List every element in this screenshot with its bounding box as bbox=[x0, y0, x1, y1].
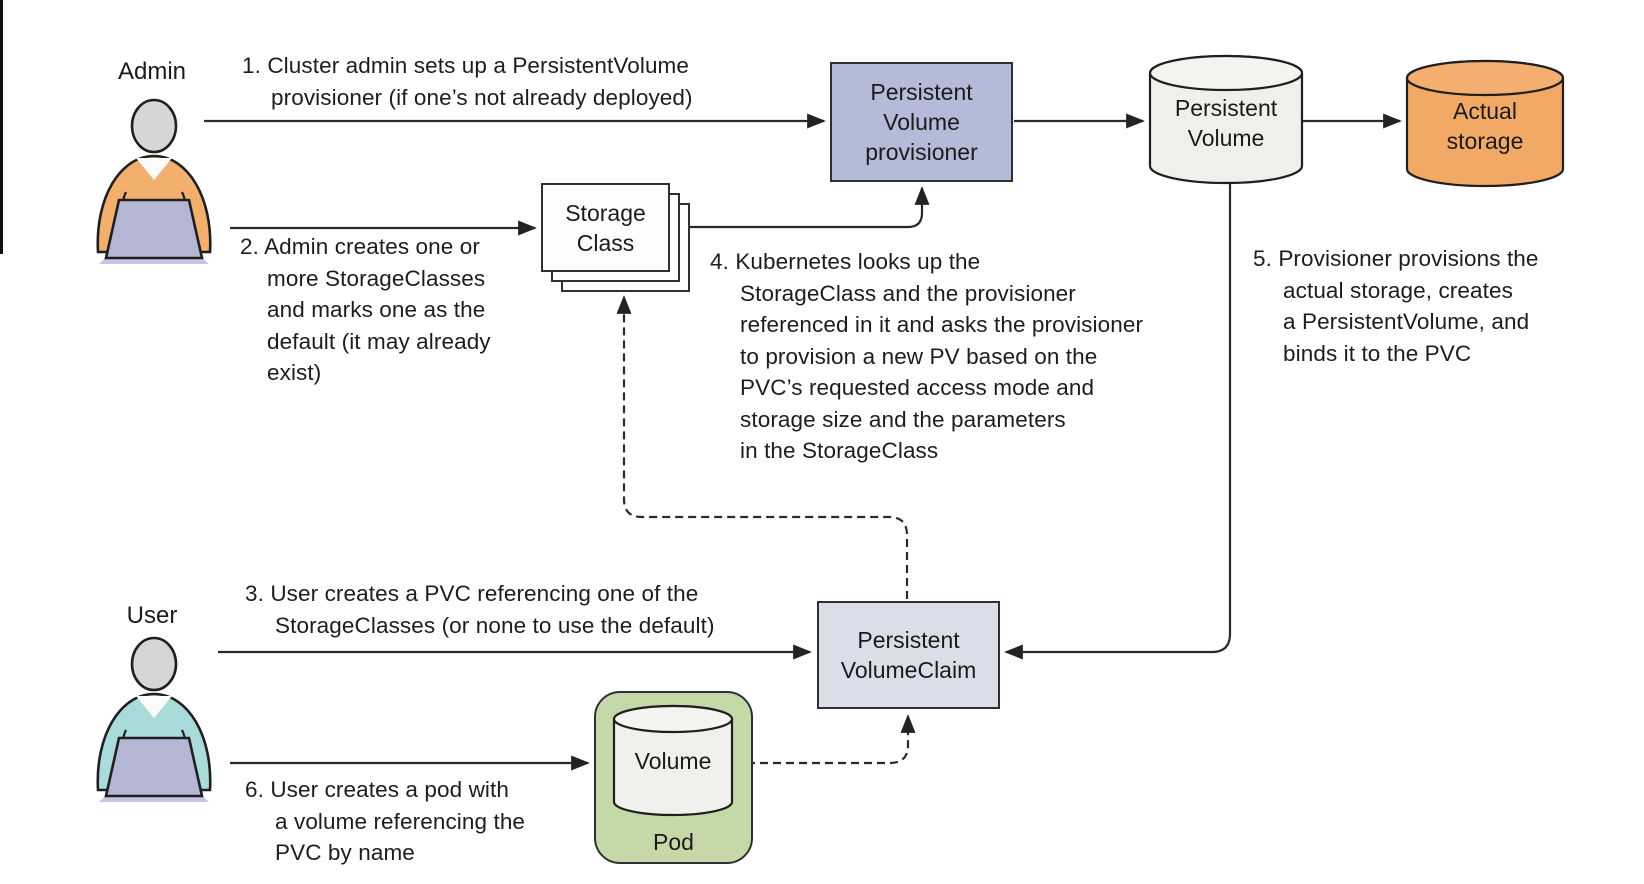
actual-storage-cylinder-icon bbox=[1405, 59, 1565, 188]
persistent-volume-provisioner-node bbox=[830, 62, 1013, 182]
volume-label: Volume bbox=[634, 748, 712, 774]
actual-storage-label: Actual storage bbox=[1446, 98, 1524, 154]
persistent-volume-claim-node bbox=[817, 601, 1000, 709]
persistent-volume-label: Persistent Volume bbox=[1174, 95, 1278, 151]
step-5-text: 5. Provisioner provisions the actual sto… bbox=[1253, 246, 1539, 366]
storage-class-label: Storage Class bbox=[565, 199, 646, 256]
user-label: User bbox=[126, 602, 178, 629]
step-4-text: 4. Kubernetes looks up the StorageClass … bbox=[710, 249, 1144, 463]
volume-cylinder-icon bbox=[612, 704, 734, 817]
step-1-text: 1. Cluster admin sets up a PersistentVol… bbox=[242, 53, 693, 110]
step-3-text: 3. User creates a PVC referencing one of… bbox=[245, 581, 715, 638]
dashed-arrow-volume-to-pvc bbox=[734, 714, 916, 765]
pod-label: Pod bbox=[653, 829, 694, 855]
step-6-text: 6. User creates a pod with a volume refe… bbox=[245, 777, 526, 865]
admin-person-icon bbox=[96, 98, 212, 264]
storage-class-node bbox=[541, 183, 670, 272]
persistent-volume-provisioner-label: Persistent Volume provisioner bbox=[865, 79, 978, 165]
step-2-text: 2. Admin creates one or more StorageClas… bbox=[240, 234, 491, 385]
arrow-storageclass-to-provisioner bbox=[688, 186, 930, 229]
persistent-volume-claim-label: Persistent VolumeClaim bbox=[840, 627, 977, 683]
page-edge-line bbox=[0, 0, 3, 254]
user-person-icon bbox=[96, 636, 212, 802]
persistent-volume-cylinder-icon bbox=[1148, 54, 1304, 185]
admin-label: Admin bbox=[117, 58, 187, 85]
